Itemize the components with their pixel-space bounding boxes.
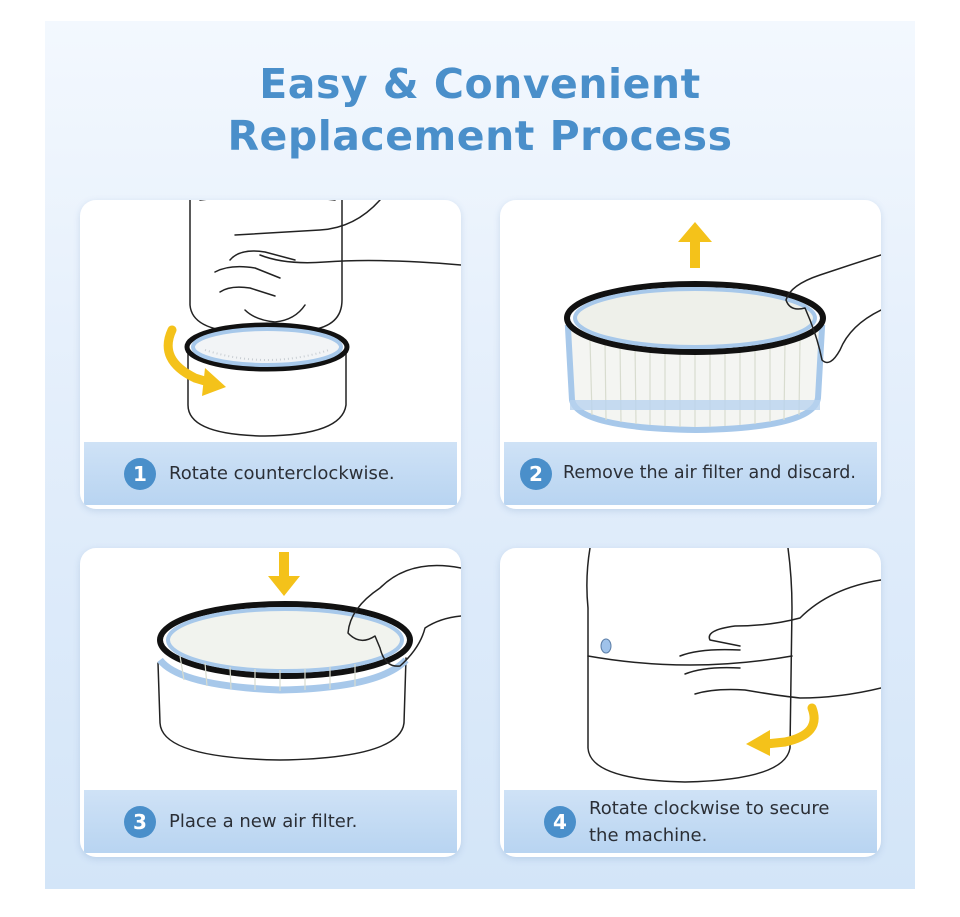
step-number-badge: 2 [520,457,552,490]
title-line-2: Replacement Process [227,112,733,160]
step-number-badge: 3 [124,805,156,838]
step-number-badge: 4 [544,805,576,838]
step-1-caption: 1 Rotate counterclockwise. [84,442,457,505]
indicator-light [600,638,612,654]
step-3-illustration [157,552,461,761]
step-1-text-line: Rotate counterclockwise. [169,463,395,484]
title-line-1: Easy & Convenient [259,60,701,108]
step-2-text-line: Remove the air filter and discard. [563,463,856,483]
step-1-illustration [163,200,461,437]
step-card-4: 4 Rotate clockwise to secure the machine… [500,548,881,857]
step-card-1: 1 Rotate counterclockwise. [80,200,461,509]
arrow-up-icon [678,222,712,268]
curved-arrow-counterclockwise-icon [163,325,226,396]
step-2-text: Remove the air filter and discard. [563,460,856,487]
step-4-text-line-1: Rotate clockwise to secure [589,797,830,819]
step-card-3: 3 Place a new air filter. [80,548,461,857]
step-4-text: Rotate clockwise to secure the machine. [589,795,829,849]
page-title: Easy & Convenient Replacement Process [0,58,960,162]
step-2-illustration [564,222,881,434]
arrow-down-icon [268,552,300,596]
step-3-text-line: Place a new air filter. [169,811,358,832]
step-4-text-line-2: the machine. [589,824,708,846]
step-3-text: Place a new air filter. [169,808,357,835]
step-4-caption: 4 Rotate clockwise to secure the machine… [504,790,877,853]
curved-arrow-clockwise-icon [746,703,819,756]
step-number-badge: 1 [124,457,156,490]
step-2-caption: 2 Remove the air filter and discard. [504,442,877,505]
step-4-illustration [586,548,881,783]
step-1-text: Rotate counterclockwise. [169,460,395,487]
step-card-2: 2 Remove the air filter and discard. [500,200,881,509]
step-3-caption: 3 Place a new air filter. [84,790,457,853]
